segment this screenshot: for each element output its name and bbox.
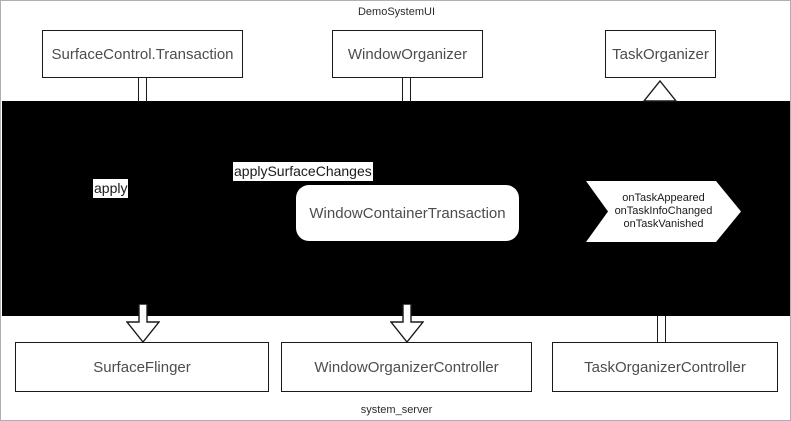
node-taskorganizercontroller[interactable]: TaskOrganizerController [552, 342, 778, 392]
callback-arrow: onTaskAppeared onTaskInfoChanged onTaskV… [586, 181, 741, 242]
node-surfacecontrol-transaction[interactable]: SurfaceControl.Transaction [42, 30, 243, 78]
edge-label-apply: apply [93, 179, 129, 198]
group-title-system-server: system_server [360, 404, 433, 416]
node-windowcontainertransaction[interactable]: WindowContainerTransaction [296, 185, 519, 241]
node-windoworganizercontroller[interactable]: WindowOrganizerController [281, 342, 532, 392]
group-title-demosystemui: DemoSystemUI [357, 6, 436, 18]
connector-to-taskorganizercontroller [657, 316, 666, 343]
node-windoworganizer[interactable]: WindowOrganizer [332, 30, 483, 78]
node-surfaceflinger[interactable]: SurfaceFlinger [15, 342, 269, 392]
generalization-triangle-icon [643, 80, 677, 102]
connector-surfacecontrol-to-surfaceflinger [138, 78, 147, 102]
arrow-down-to-surfaceflinger-icon [126, 304, 160, 343]
edge-label-applysurfacechanges: applySurfaceChanges [233, 162, 373, 181]
arrow-down-to-windoworganizercontroller-icon [390, 304, 424, 343]
chevron-arrow-icon [586, 181, 741, 242]
node-taskorganizer[interactable]: TaskOrganizer [605, 30, 716, 78]
connector-windoworganizer-to-controller [402, 78, 411, 102]
